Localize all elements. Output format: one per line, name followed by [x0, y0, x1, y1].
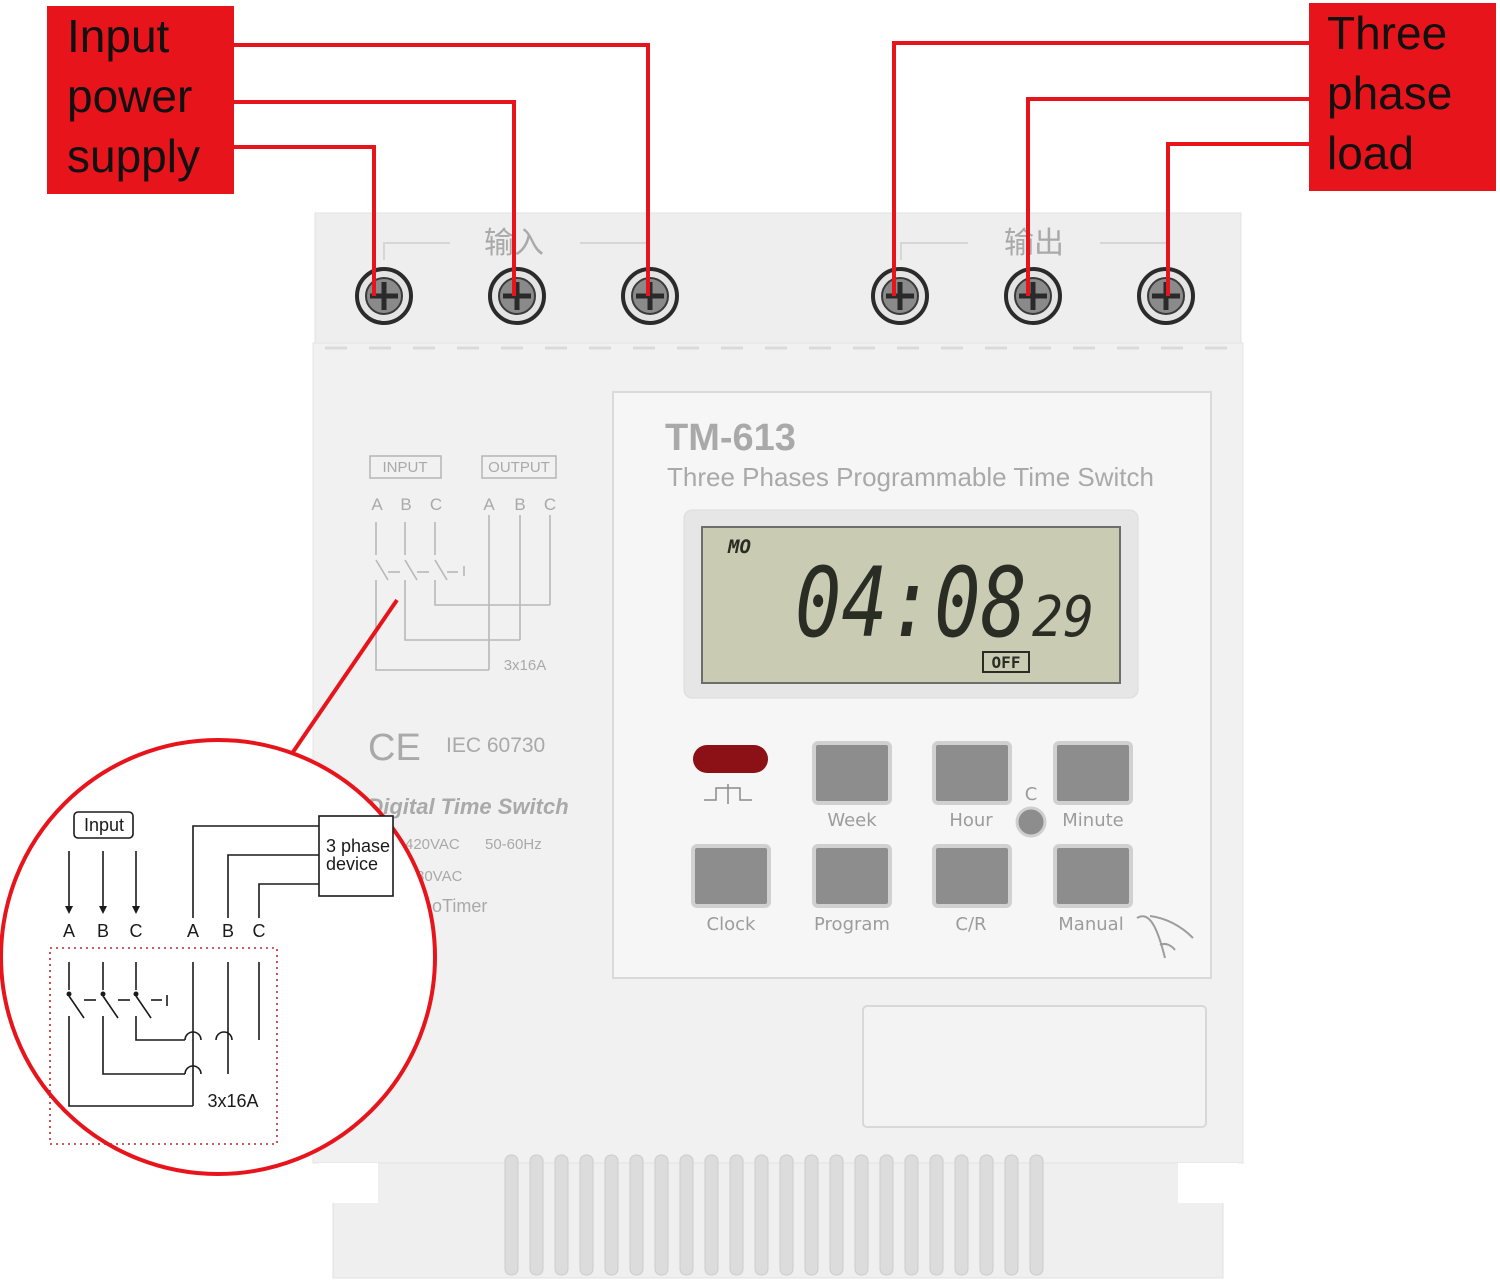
voltage-rating: 420VAC	[405, 836, 460, 853]
screw-terminal	[871, 267, 929, 325]
minute-label: Minute	[1062, 810, 1123, 831]
minute-button[interactable]	[1053, 741, 1133, 805]
load-wire-3	[1166, 142, 1310, 296]
iec-standard: IEC 60730	[446, 734, 545, 757]
lcd-screen	[701, 526, 1121, 684]
lcd-state: OFF	[992, 653, 1021, 672]
input-callout-line-1: Input	[67, 10, 170, 62]
product-line: Digital Time Switch	[367, 794, 568, 819]
screw-terminal	[355, 267, 413, 325]
panel-wiring	[375, 515, 551, 671]
lcd-off-frame	[982, 651, 1030, 673]
din-rail-base	[332, 1162, 1224, 1279]
input-wire-1	[234, 43, 650, 296]
load-callout-line-3: load	[1327, 127, 1414, 179]
screw-terminal	[488, 267, 546, 325]
hour-button[interactable]	[932, 741, 1012, 805]
clock-button[interactable]	[691, 844, 771, 908]
clock-label: Clock	[707, 914, 756, 935]
inset-switch-boundary	[49, 947, 278, 1145]
panel-in-phase-c: C	[430, 495, 442, 514]
output-terminal-label: 输出	[1004, 227, 1064, 260]
inset-contact-dots	[66, 991, 139, 997]
hour-label: Hour	[949, 810, 993, 831]
relay-symbol-icon	[704, 784, 752, 804]
inset-out-phase-b: B	[222, 921, 234, 941]
week-label: Week	[827, 810, 877, 831]
inset-out-phase-a: A	[187, 921, 199, 941]
inset-in-phase-a: A	[63, 921, 75, 941]
terminal-block	[314, 212, 1242, 344]
inset-device-label-1: 3 phase	[326, 836, 390, 856]
input-power-supply-callout: Input power supply	[47, 6, 234, 194]
reset-pinhole-button[interactable]	[1015, 806, 1047, 838]
input-callout-line-3: supply	[67, 130, 200, 182]
inset-arrowheads	[65, 906, 140, 914]
inset-wiring	[68, 825, 319, 1107]
program-label: Program	[814, 914, 890, 935]
schematic-zoom-inset: Input 3 phase device	[0, 738, 437, 1176]
inset-out-phase-c: C	[253, 921, 266, 941]
cr-button[interactable]	[932, 844, 1012, 908]
inset-device-box	[318, 815, 394, 897]
panel-in-phase-b: B	[400, 495, 411, 514]
c-label: C	[1025, 784, 1038, 805]
load-callout-line-1: Three	[1327, 7, 1448, 59]
cr-label: C/R	[955, 914, 986, 935]
panel-out-phase-c: C	[544, 495, 556, 514]
hand-pointer-icon	[1136, 915, 1194, 959]
inset-rating: 3x16A	[207, 1091, 258, 1111]
panel-out-phase-a: A	[483, 495, 495, 514]
inset-input-label: Input	[84, 815, 124, 835]
terminal-brackets	[383, 242, 1166, 260]
panel-input-box	[369, 455, 442, 479]
device-panel-schematic: INPUT OUTPUT A B C A B C	[369, 455, 557, 674]
ce-mark: CE	[368, 727, 421, 769]
brand-name: noTimer	[422, 896, 487, 916]
lcd-seconds: 29	[1032, 585, 1094, 650]
inset-in-phase-c: C	[130, 921, 143, 941]
frequency-rating: 50-60Hz	[485, 836, 542, 853]
week-button[interactable]	[812, 741, 892, 805]
three-phase-load-callout: Three phase load	[1309, 3, 1496, 191]
input-wire-2	[234, 100, 516, 296]
time-switch-device: 输入 输出 INPUT OUTPUT A B C A B C	[312, 212, 1244, 1279]
load-wire-1	[892, 41, 1310, 296]
lcd-time: 04:08	[795, 547, 1027, 659]
panel-rating: 3x16A	[504, 657, 547, 674]
inset-in-phase-b: B	[97, 921, 109, 941]
panel-output-label: OUTPUT	[488, 459, 550, 476]
lower-cover-panel	[862, 1005, 1207, 1128]
panel-output-box	[481, 455, 557, 479]
model-number: TM-613	[665, 417, 796, 459]
inset-input-box	[73, 811, 134, 839]
voltage-rating-2: 80VAC	[416, 868, 463, 885]
zoom-pointer-line	[291, 598, 399, 754]
inset-device-label-2: device	[326, 854, 378, 874]
panel-out-phase-b: B	[514, 495, 525, 514]
model-subtitle: Three Phases Programmable Time Switch	[667, 462, 1154, 492]
terminal-screws	[355, 267, 1195, 325]
manual-label: Manual	[1058, 914, 1123, 935]
ventilation-slots	[504, 1154, 1044, 1276]
input-wire-3	[234, 145, 376, 296]
wiring-lines	[234, 41, 1310, 754]
manual-button[interactable]	[1053, 844, 1133, 908]
screw-terminal	[1004, 267, 1062, 325]
panel-in-phase-a: A	[371, 495, 383, 514]
panel-input-label: INPUT	[383, 459, 428, 476]
base-notch-left	[318, 1163, 378, 1203]
status-indicator-led	[693, 745, 768, 773]
program-button[interactable]	[812, 844, 892, 908]
load-callout-line-2: phase	[1327, 67, 1453, 119]
input-callout-line-2: power	[67, 70, 193, 122]
lcd-day: MO	[727, 536, 751, 558]
screw-terminal	[1137, 267, 1195, 325]
load-wire-2	[1026, 97, 1310, 296]
base-notch-right	[1178, 1163, 1238, 1203]
